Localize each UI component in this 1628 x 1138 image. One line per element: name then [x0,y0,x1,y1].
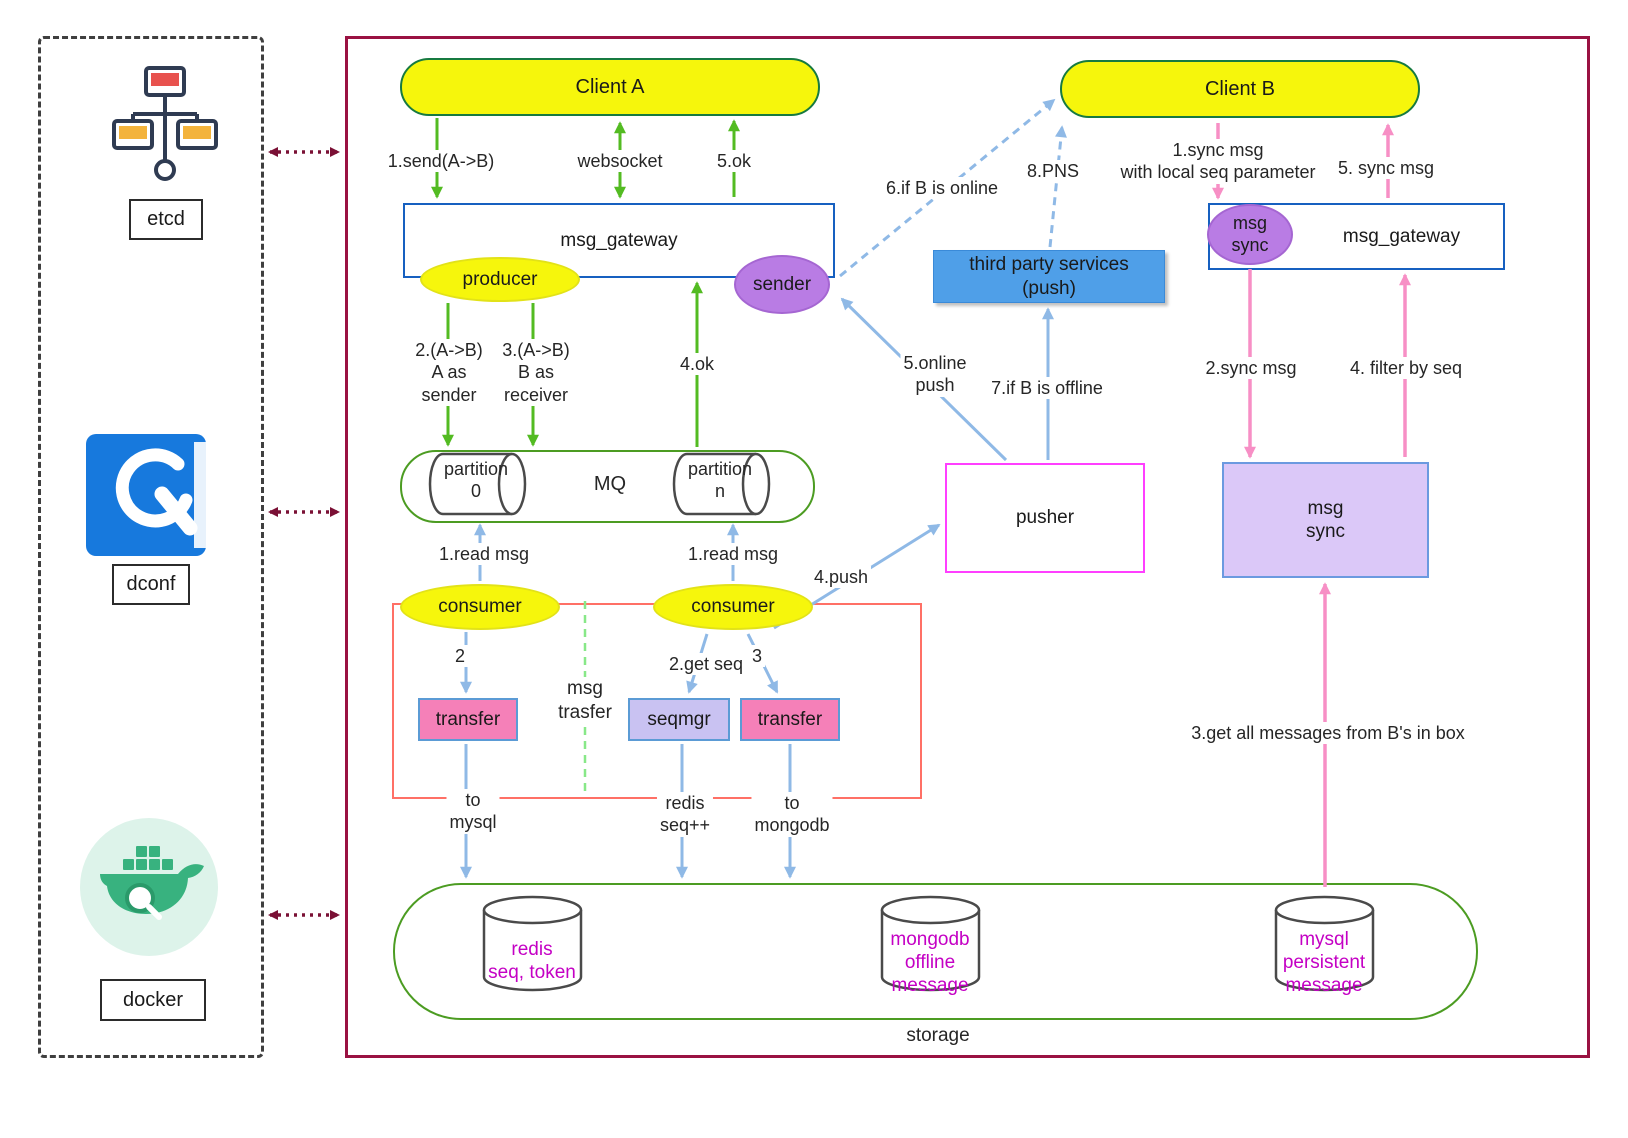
mysql-cylinder [1272,893,1377,993]
storage-label: storage [903,1024,973,1048]
docker-label: docker [100,979,206,1021]
pusher-node: pusher [945,463,1145,573]
infra-panel [38,36,264,1058]
partition-0-label: partition 0 [443,459,509,502]
mq-label: MQ [593,473,627,495]
edge-label-read-msg-left: 1.read msg [435,543,533,566]
edge-label-push-4: 4.push [810,566,872,589]
system-boundary [345,36,1590,1058]
msg-sync-box: msg sync [1222,462,1429,578]
msg-sync-ellipse: msg sync [1207,204,1293,265]
mongodb-cylinder [878,893,983,993]
edge-label-b-as-receiver: 3.(A->B) B as receiver [499,339,573,406]
edge-label-get-seq: 2.get seq [665,653,747,676]
etcd-label: etcd [129,199,203,240]
edge-label-if-b-online: 6.if B is online [882,177,1002,200]
edge-label-filter-by-seq: 4. filter by seq [1346,357,1466,380]
edge-label-pns: 8.PNS [1023,160,1083,183]
partition-n-cylinder [672,451,774,517]
client-a-node: Client A [400,58,820,116]
edge-label-redis-seq: redis seq++ [656,792,714,837]
client-b-node: Client B [1060,60,1420,118]
redis-label: redis seq, token [488,939,576,984]
redis-cylinder [480,893,585,993]
partition-0-cylinder [428,451,530,517]
partition-n-label: partition n [687,459,753,502]
edge-label-websocket: websocket [574,150,666,173]
seqmgr-node: seqmgr [628,698,730,741]
mysql-label: mysql persistent message [1282,929,1366,997]
edge-label-if-b-offline: 7.if B is offline [988,377,1106,400]
transfer-left-node: transfer [418,698,518,741]
mongodb-label: mongodb offline message [890,929,970,997]
dconf-label: dconf [112,564,190,605]
edge-label-step-2: 2 [451,645,469,668]
consumer-right-node: consumer [653,584,813,630]
msg-trasfer-label: msg trasfer [555,677,615,725]
edge-label-read-msg-right: 1.read msg [684,543,782,566]
sender-node: sender [734,255,830,314]
edge-label-sync-msg-1: 1.sync msg with local seq parameter [1117,139,1319,184]
edge-label-step-3: 3 [748,645,766,668]
edge-label-online-push: 5.online push [900,352,970,397]
dconf-icon [84,432,216,558]
docker-whale-icon [78,818,220,956]
edge-label-sync-msg-2: 2.sync msg [1202,357,1300,380]
edge-label-sync-msg-5: 5. sync msg [1334,157,1438,180]
edge-label-to-mysql: to mysql [446,789,500,834]
edge-label-to-mongodb: to mongodb [751,792,833,837]
edge-label-ok-4: 4.ok [676,353,718,376]
producer-node: producer [420,257,580,302]
edge-label-get-all-messages: 3.get all messages from B's in box [1188,722,1468,745]
transfer-right-node: transfer [740,698,840,741]
third-party-services-node: third party services (push) [933,250,1165,303]
edge-label-send-ab: 1.send(A->B) [384,150,498,173]
etcd-icon [112,66,218,188]
edge-label-a-as-sender: 2.(A->B) A as sender [412,339,486,406]
consumer-left-node: consumer [400,584,560,630]
edge-label-ok-5: 5.ok [713,150,755,173]
